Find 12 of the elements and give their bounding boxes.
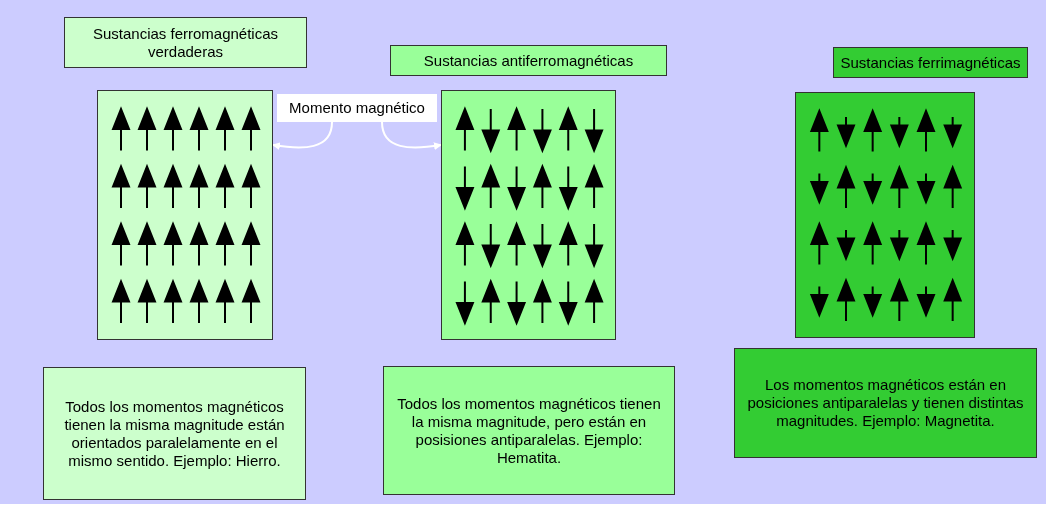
description-box: Los momentos magnéticos están en posiciones antiparalelas y tienen distintas magnitudes. Ejemplo: Magnetita. <box>734 348 1037 458</box>
heading-box: Sustancias ferromagnéticas verdaderas <box>64 17 307 68</box>
callout-label: Momento magnético <box>277 94 437 122</box>
spin-panel <box>441 90 616 340</box>
leader-line <box>272 121 333 150</box>
spin-panel <box>97 90 273 340</box>
heading-box: Sustancias ferrimagnéticas <box>833 47 1028 78</box>
spin-panel <box>795 92 975 338</box>
heading-box: Sustancias antiferromagnéticas <box>390 45 667 76</box>
leader-line <box>381 121 442 150</box>
description-box: Todos los momentos magnéticos tienen la misma magnitude, pero están en posisiones antiparalelas. Ejemplo: Hematita. <box>383 366 675 495</box>
description-box: Todos los momentos magnéticos tienen la misma magnitude están orientados paralelamente en el mismo sentido. Ejemplo: Hierro. <box>43 367 306 500</box>
